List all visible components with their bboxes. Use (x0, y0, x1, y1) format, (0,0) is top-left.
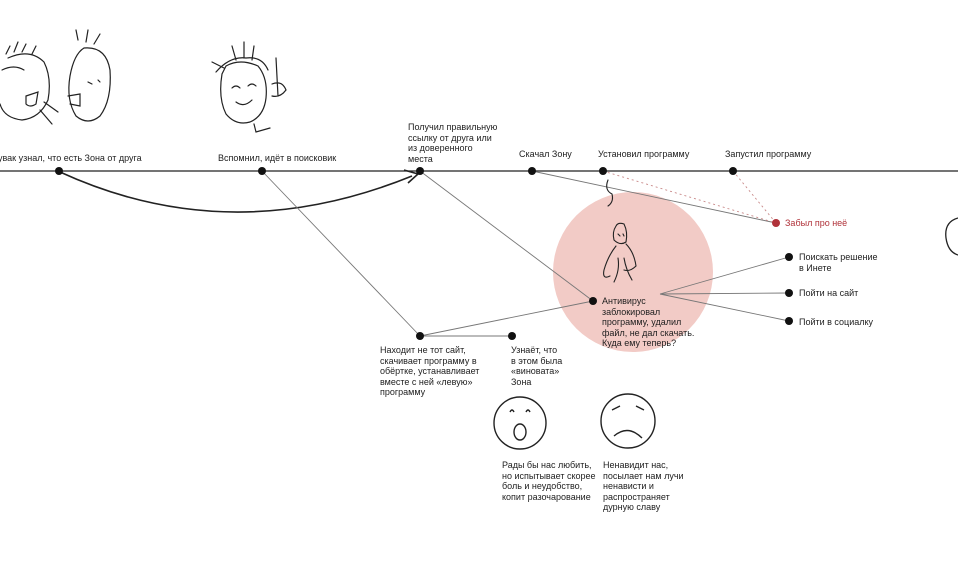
caption-shocked-face: Рады бы нас любить, но испытывает скорее… (502, 460, 596, 502)
caption-sad-face: Ненавидит нас, посылает нам лучи ненавис… (603, 460, 684, 512)
dash-launched-forgot (732, 170, 777, 224)
label-installed: Установил программу (598, 149, 690, 159)
node-go-social (785, 317, 793, 325)
node-search-net (785, 253, 793, 261)
label-search-net: Поискать решение в Инете (799, 252, 878, 273)
label-wrong-site: Находит не тот сайт, скачивает программу… (380, 345, 480, 397)
node-downloaded (528, 167, 536, 175)
node-launched (729, 167, 737, 175)
node-wrong-site (416, 332, 424, 340)
node-learns-guilty (508, 332, 516, 340)
offscreen-face-fragment (945, 217, 958, 256)
label-remembered: Вспомнил, идёт в поисковик (218, 153, 337, 163)
node-got-link (416, 167, 424, 175)
connector-downloaded-forgot (531, 170, 777, 224)
label-got-link: Получил правильную ссылку от друга или и… (408, 122, 498, 164)
node-forgot (772, 219, 780, 227)
connector-gotlink-antivirus (419, 170, 594, 302)
node-remembered (258, 167, 266, 175)
pain-point-highlight (553, 192, 713, 352)
node-installed (599, 167, 607, 175)
label-go-site: Пойти на сайт (799, 288, 859, 298)
shocked-face-icon (493, 396, 547, 450)
connector-antivirus-social (659, 293, 790, 322)
connector-remembered-wrongsite (261, 170, 421, 337)
connector-antivirus-search (659, 256, 790, 295)
label-antivirus: Антивирус заблокировал программу, удалил… (602, 296, 695, 348)
curved-arrow (59, 171, 413, 213)
anxious-figure-sketch (603, 179, 637, 283)
friends-sketch (0, 29, 111, 125)
connector-wrongsite-antivirus (419, 300, 594, 337)
node-go-site (785, 289, 793, 297)
label-downloaded: Скачал Зону (519, 149, 572, 159)
label-forgot: Забыл про неё (785, 218, 848, 228)
thinking-character-sketch (211, 41, 287, 133)
node-antivirus (589, 297, 597, 305)
node-learned (55, 167, 63, 175)
connector-antivirus-site (659, 292, 790, 295)
dash-installed-forgot (602, 170, 777, 224)
label-learns-guilty: Узнаёт, что в этом была «виновата» Зона (511, 345, 563, 387)
label-launched: Запустил программу (725, 149, 812, 159)
label-learned: увак узнал, что есть Зона от друга (0, 153, 142, 163)
sad-face-icon (600, 393, 656, 449)
label-go-social: Пойти в социалку (799, 317, 874, 327)
